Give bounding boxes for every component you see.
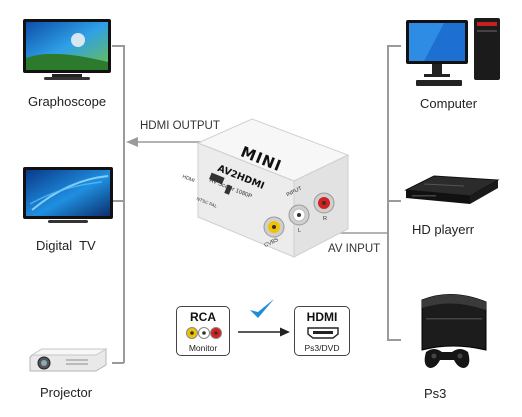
left-bracket-bottom: [112, 362, 124, 364]
av-input-label: AV INPUT: [328, 243, 381, 255]
converter-port-r: R: [323, 216, 327, 222]
dvd-player-icon: [404, 175, 500, 204]
conversion-arrow: [238, 327, 290, 337]
rca-legend-sub: Monitor: [188, 343, 218, 353]
av2hdmi-converter-image: [196, 118, 350, 258]
checkmark-icon: [250, 299, 274, 318]
game-console-icon: [421, 293, 487, 368]
right-bracket-vertical: [387, 45, 389, 340]
rca-legend-title: RCA: [190, 310, 216, 324]
device-label-digital-tv: Digital TV: [36, 238, 96, 253]
projector-icon: [29, 348, 108, 372]
left-bracket-vertical: [123, 45, 125, 363]
right-bracket-bottom: [387, 339, 401, 341]
tv-icon: [23, 167, 113, 223]
hdmi-connector-icon: [307, 327, 339, 339]
right-bracket-mid: [387, 200, 401, 202]
device-label-graphoscope: Graphoscope: [28, 94, 107, 109]
hdmi-legend-title: HDMI: [306, 310, 338, 324]
left-bracket-top: [112, 45, 124, 47]
rca-connector-icon: [186, 327, 222, 339]
desktop-computer-icon: [406, 18, 500, 86]
left-bracket-mid: [112, 200, 124, 202]
hdmi-legend-box: HDMI Ps3/DVD: [294, 306, 350, 356]
converter-port-l: L: [298, 228, 302, 234]
right-bracket-top: [387, 45, 401, 47]
device-label-projector: Projector: [40, 385, 93, 400]
device-label-hd-player: HD playerr: [412, 222, 475, 237]
device-label-ps3: Ps3: [424, 386, 447, 401]
rca-legend-box: RCA Monitor: [176, 306, 230, 356]
device-label-computer: Computer: [420, 96, 478, 111]
hdmi-output-label: HDMI OUTPUT: [140, 120, 220, 132]
hdmi-legend-sub: Ps3/DVD: [304, 343, 340, 353]
tv-icon: [23, 19, 111, 80]
